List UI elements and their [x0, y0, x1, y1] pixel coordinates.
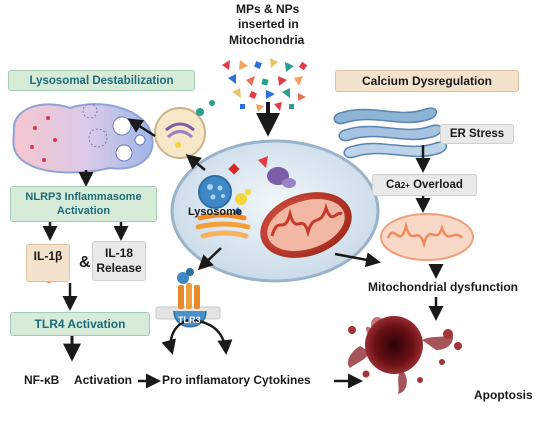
mitochondrial-dysfunction-label: Mitochondrial dysfunction — [368, 280, 518, 294]
ca-label: Ca — [386, 179, 401, 191]
tlr-receptor-icon — [155, 268, 221, 328]
tlr4-activation-box: TLR4 Activation — [10, 312, 150, 336]
lysosomal-destabilization-box: Lysosomal Destabilization — [8, 70, 195, 91]
lysosome-label: Lysosome — [188, 206, 243, 218]
overload-label: Overload — [409, 179, 463, 191]
ampersand-label: & — [79, 254, 91, 271]
activation-label: Activation — [74, 373, 133, 387]
arrows — [42, 102, 444, 389]
damaged-mitochondrion-icon — [380, 213, 474, 261]
nfkb-label: NF-κB — [24, 373, 60, 387]
lysosome-vesicle-icon — [154, 100, 215, 159]
nlrp3-box: NLRP3 Inflammasome Activation — [10, 186, 157, 222]
il1b-box: IL-1β — [26, 244, 70, 282]
il18-line-1: IL-18 — [104, 246, 133, 260]
il18-line-2: Release — [96, 261, 142, 275]
apoptosis-label: Apoptosis — [474, 388, 533, 402]
destabilized-lysosome-icon — [12, 103, 154, 174]
il18-box: IL-18 Release — [92, 241, 146, 281]
ca-superscript: 2+ — [400, 180, 410, 190]
golgi-icon — [195, 212, 251, 239]
calcium-dysregulation-box: Calcium Dysregulation — [335, 70, 519, 92]
apoptotic-cell-icon — [348, 316, 462, 394]
mitochondrion-icon — [260, 192, 352, 258]
er-icon — [333, 107, 448, 159]
il1b-label: IL-1β — [33, 249, 63, 263]
nlrp3-line-1: NLRP3 Inflammasome — [25, 191, 142, 203]
title-line-2: inserted in — [238, 17, 299, 31]
nlrp3-line-2: Activation — [56, 205, 111, 217]
title-line-1: MPs & NPs — [236, 2, 300, 16]
lysosome-icon — [198, 175, 251, 214]
tlr-receptor-label: TLR3 — [178, 315, 201, 325]
particles-icon — [222, 58, 308, 112]
title-line-3: Mitochondria — [229, 33, 305, 47]
cytokines-label: Pro inflamatory Cytokines — [162, 373, 311, 387]
er-stress-box: ER Stress — [440, 124, 514, 144]
